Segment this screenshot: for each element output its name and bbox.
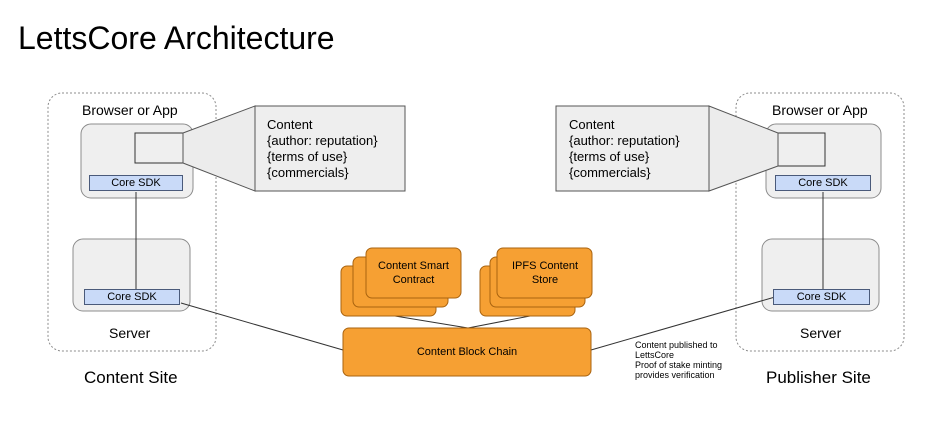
page-title: LettsCore Architecture <box>18 20 335 56</box>
content-callout-box <box>254 105 406 192</box>
smart-contract-label: Content Smart Contract <box>378 260 449 286</box>
publisher-server-sdk: Core SDK <box>773 289 870 305</box>
publisher-browser-content-box <box>777 132 826 167</box>
smart-contract-box <box>365 247 462 299</box>
content-server-label: Server <box>109 325 151 341</box>
content-browser-content-box <box>134 132 184 164</box>
ipfs-box <box>496 247 593 299</box>
publisher-callout-box <box>555 105 710 192</box>
publisher-to-chain-line <box>590 296 776 351</box>
block-chain-box <box>342 327 592 377</box>
publish-note: Content published to LettsCore Proof of … <box>635 340 723 380</box>
block-chain-label: Content Block Chain <box>416 346 518 358</box>
publisher-site-boundary <box>735 92 905 352</box>
publisher-server-label: Server <box>800 325 842 341</box>
content-site-boundary <box>47 92 217 352</box>
contract-to-chain-line <box>394 315 469 329</box>
publisher-browser-sdk: Core SDK <box>775 175 871 191</box>
publisher-callout-text: Content {author: reputation} {terms of u… <box>569 117 680 180</box>
content-browser-sdk: Core SDK <box>89 175 183 191</box>
ipfs-to-chain-line <box>467 315 531 329</box>
content-callout-text: Content {author: reputation} {terms of u… <box>267 117 378 180</box>
publisher-browser-label: Browser or App <box>772 102 868 118</box>
content-server-sdk: Core SDK <box>84 289 180 305</box>
content-to-chain-line <box>180 302 344 351</box>
ipfs-label: IPFS Content Store <box>511 260 579 286</box>
content-callout-zoom <box>182 105 256 192</box>
content-site-label: Content Site <box>84 368 178 387</box>
publisher-site-label: Publisher Site <box>766 368 871 387</box>
content-browser-label: Browser or App <box>82 102 178 118</box>
